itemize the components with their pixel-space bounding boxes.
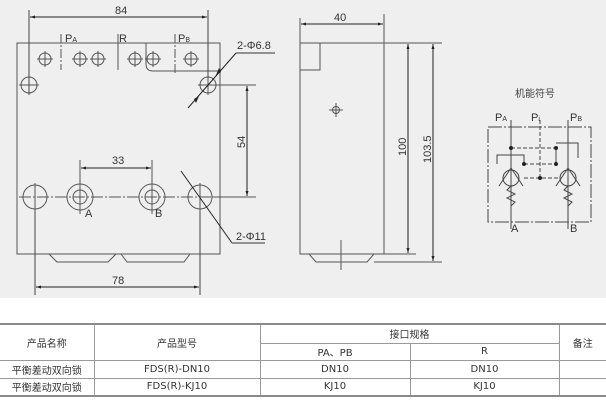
callout-phi-11: 2-Φ11	[236, 231, 266, 243]
symbol-title: 机能符号	[515, 87, 555, 100]
callout-phi-6-8: 2-Φ6.8	[237, 40, 271, 52]
symbol-pi-label: Pi	[531, 112, 540, 124]
header-r: R	[409, 342, 559, 361]
table-header-row: 产品名称 产品型号 接口规格 备注	[0, 323, 606, 361]
hydraulic-symbol	[487, 120, 592, 229]
front-view	[16, 10, 275, 295]
side-body-outline	[299, 42, 385, 255]
dim-54-label: 54	[236, 136, 248, 148]
leader-phi-11	[180, 170, 233, 244]
dim-78-label: 78	[112, 275, 124, 287]
bottom-notch-left	[48, 253, 117, 263]
symbol-a-label: A	[511, 223, 519, 235]
port-b-label: B	[155, 208, 162, 220]
cell-r: DN10	[409, 359, 560, 379]
bottom-holes	[22, 182, 213, 214]
mounting-holes-small	[19, 75, 218, 95]
dim-100-label: 100	[397, 138, 409, 156]
port-a-label: A	[85, 208, 93, 220]
dim-84-label: 84	[115, 5, 127, 17]
header-pa-pb: PA、PB	[260, 342, 411, 361]
header-port-spec: 接口规格	[259, 323, 560, 344]
header-product-name: 产品名称	[0, 323, 95, 361]
front-body-outline	[16, 42, 221, 255]
technical-drawing-area: 84 33 78 54 2-Φ6.8 2-Φ11 PA R PB A B 40 …	[0, 0, 606, 298]
cell-remarks	[558, 377, 606, 397]
cell-name: 平衡差动双向锁	[0, 359, 95, 379]
spec-table: 产品名称 产品型号 接口规格 备注 PA、PB R 平衡差动双向锁 FDS(R)…	[0, 323, 606, 397]
symbol-pb-label: PB	[570, 112, 582, 124]
side-top-step	[299, 42, 321, 71]
cell-model: FDS(R)-KJ10	[93, 377, 261, 397]
cell-remarks	[558, 359, 606, 379]
table-row: 平衡差动双向锁 FDS(R)-DN10 DN10 DN10	[0, 359, 606, 379]
dim-103-5-label: 103.5	[422, 135, 434, 163]
dim-33-label: 33	[112, 155, 124, 167]
symbol-pa-label: PA	[495, 112, 507, 124]
side-view	[299, 14, 442, 270]
symbol-junction-dots	[509, 146, 558, 180]
cell-model: FDS(R)-DN10	[93, 359, 261, 379]
port-r-label: R	[119, 33, 127, 45]
bottom-notch-right	[120, 253, 191, 263]
header-remarks: 备注	[558, 323, 606, 361]
top-inner-recess	[145, 43, 220, 72]
cell-name: 平衡差动双向锁	[0, 377, 95, 397]
side-center-hole	[329, 103, 343, 117]
cell-r: KJ10	[409, 377, 560, 397]
table-row: 平衡差动双向锁 FDS(R)-KJ10 KJ10 KJ10	[0, 377, 606, 397]
symbol-b-label: B	[570, 223, 577, 235]
cell-pa-pb: KJ10	[259, 377, 411, 397]
cell-pa-pb: DN10	[259, 359, 411, 379]
technical-drawing: 84 33 78 54 2-Φ6.8 2-Φ11 PA R PB A B 40 …	[16, 5, 592, 295]
top-holes	[37, 51, 199, 67]
port-pb-label: PB	[178, 33, 190, 45]
header-product-model: 产品型号	[93, 323, 261, 361]
dim-40-label: 40	[334, 12, 346, 24]
port-pa-label: PA	[65, 33, 77, 45]
